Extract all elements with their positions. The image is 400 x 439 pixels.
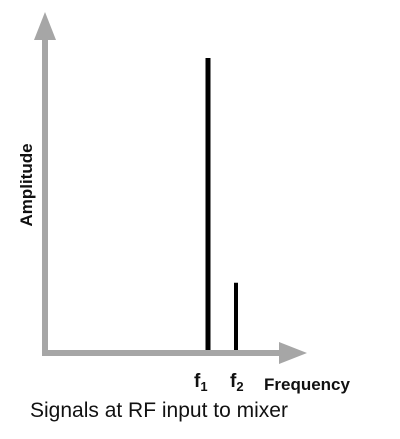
x-axis-label: Frequency (264, 375, 351, 394)
y-axis-arrowhead (34, 12, 56, 40)
tick-label-f1: f1 (194, 371, 208, 394)
y-axis-label: Amplitude (17, 143, 36, 226)
figure-caption: Signals at RF input to mixer (30, 399, 288, 422)
x-axis-arrowhead (279, 342, 307, 364)
tick-label-f2: f2 (230, 371, 244, 394)
